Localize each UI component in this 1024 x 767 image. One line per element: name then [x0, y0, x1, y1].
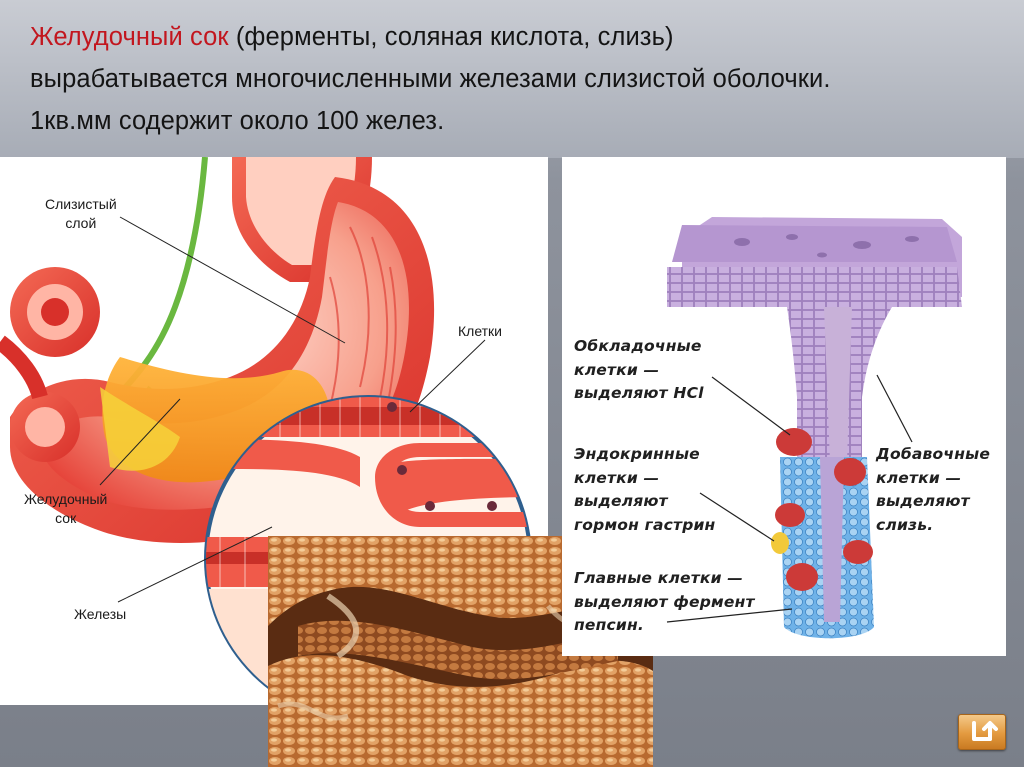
title-band — [0, 0, 1024, 158]
label-glands: Железы — [74, 606, 127, 622]
title-line1-rest: (ферменты, соляная кислота, слизь) — [228, 23, 674, 51]
title-line3: 1кв.мм содержит около 100 желез. — [30, 107, 445, 135]
label-cells: Клетки — [458, 323, 503, 339]
title-highlight: Желудочный сок — [30, 23, 229, 51]
return-arrow-icon — [972, 721, 998, 741]
title-line2: вырабатывается многочисленными железами … — [30, 65, 831, 93]
return-button[interactable] — [958, 714, 1006, 750]
slide-title: Желудочный сок (ферменты, соляная кислот… — [30, 16, 1015, 142]
gland-drawing — [666, 217, 962, 639]
